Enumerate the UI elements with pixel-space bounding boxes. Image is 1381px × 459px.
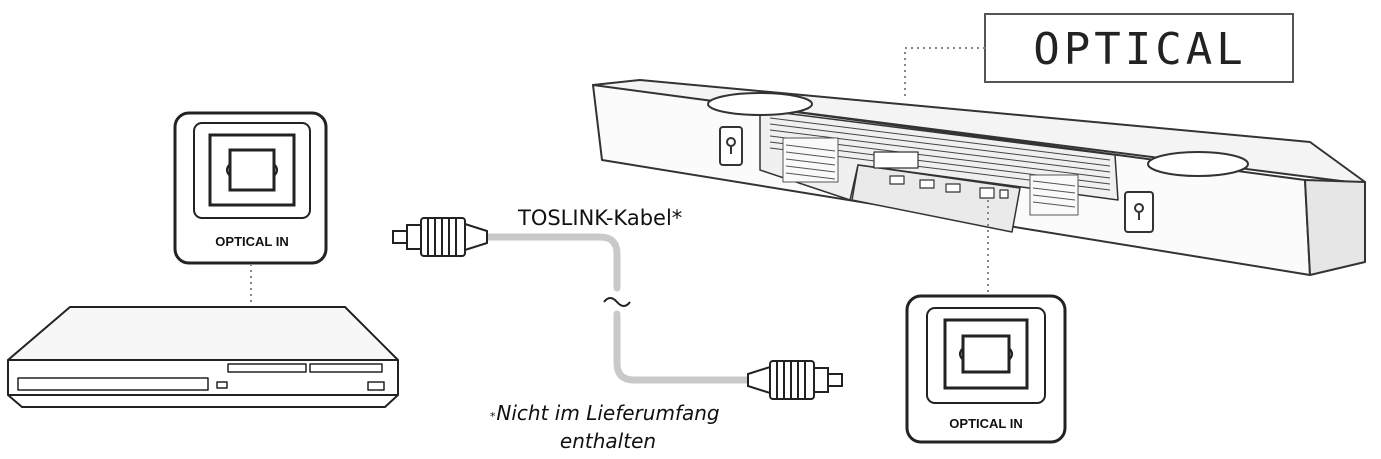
disc-tray xyxy=(17,377,209,391)
toslink-plug-left xyxy=(392,217,488,257)
soundbar-display: OPTICAL xyxy=(984,13,1294,83)
cable-break-mark xyxy=(603,297,631,307)
optical-port-socket xyxy=(943,318,1029,390)
player-optical-in-callout: OPTICAL IN xyxy=(173,111,328,265)
soundbar-grille-right xyxy=(1029,174,1079,216)
soundbar-optical-port xyxy=(979,187,995,199)
display-frame xyxy=(984,13,1294,83)
toslink-cable-lower xyxy=(613,310,752,384)
note-marker: * xyxy=(490,410,496,423)
optical-port-icon xyxy=(228,148,276,192)
keyhole-mount-right-icon xyxy=(1124,191,1154,233)
soundbar-port-label: OPTICAL IN xyxy=(949,416,1022,431)
note-line-1: Nicht im Lieferumfang xyxy=(496,401,719,425)
note-line-2: enthalten xyxy=(560,429,656,453)
optical-port-socket xyxy=(208,133,296,207)
top-driver-left xyxy=(707,92,813,116)
toslink-plug-right xyxy=(747,360,843,400)
display-leader-line xyxy=(904,47,985,100)
top-driver-right xyxy=(1147,151,1249,177)
soundbar-connectors xyxy=(873,151,1009,199)
cable-label: TOSLINK-Kabel* xyxy=(517,206,682,230)
soundbar xyxy=(592,79,1366,276)
media-player xyxy=(7,306,399,408)
player-port-label: OPTICAL IN xyxy=(215,234,288,249)
toslink-cable-upper xyxy=(483,233,621,292)
keyhole-mount-left-icon xyxy=(719,126,743,166)
display-text: OPTICAL xyxy=(1033,24,1246,75)
soundbar-grille-left xyxy=(782,137,839,183)
soundbar-optical-in-callout: OPTICAL IN xyxy=(905,294,1067,444)
